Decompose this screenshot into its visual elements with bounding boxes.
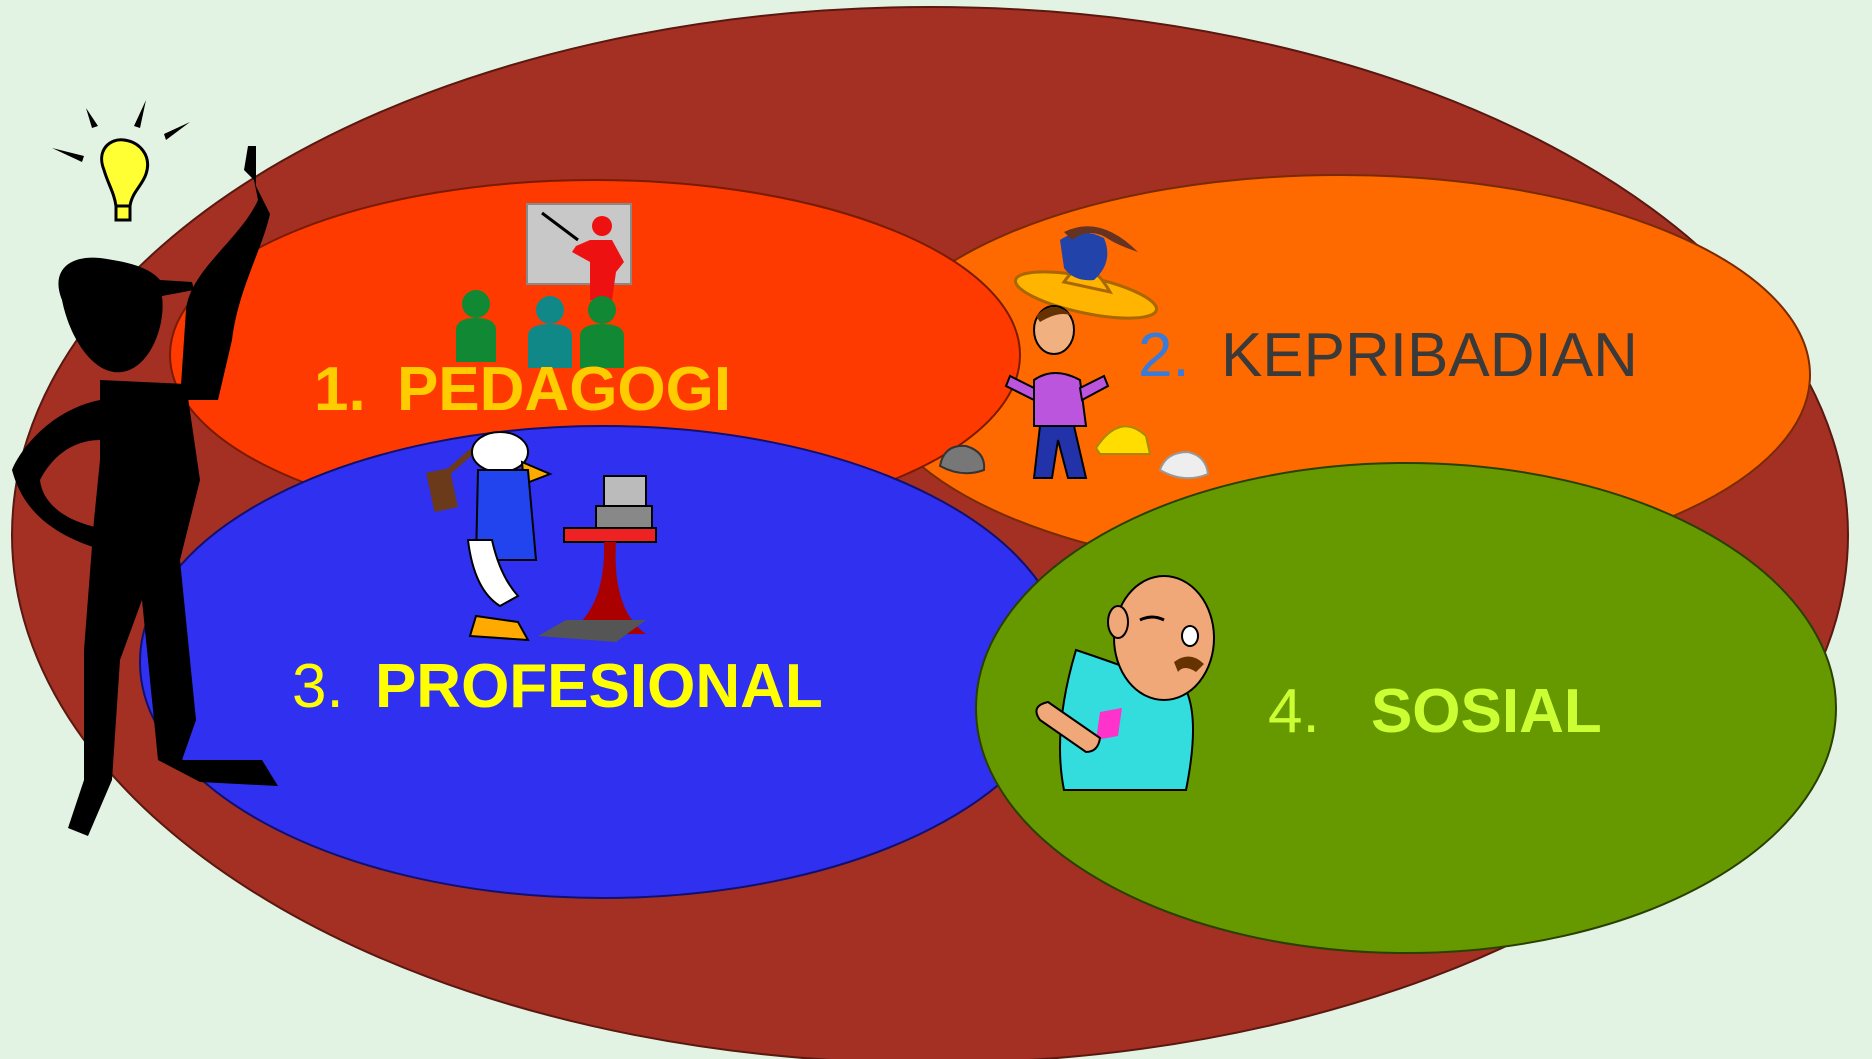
label-kepribadian: 2. KEPRIBADIAN [1138, 321, 1638, 390]
label-kepribadian-name: KEPRIBADIAN [1221, 321, 1638, 390]
label-sosial-num: 4. [1268, 677, 1320, 746]
label-profesional-name: PROFESIONAL [375, 652, 823, 721]
label-pedagogi-num: 1. [314, 355, 366, 424]
man-with-many-hats-icon [938, 226, 1210, 480]
label-profesional-num: 3. [292, 652, 344, 721]
thinking-person-lightbulb-icon [12, 100, 278, 836]
label-pedagogi-name: PEDAGOGI [397, 355, 731, 424]
teacher-with-class-icon [456, 203, 632, 368]
old-man-clapping-icon [1035, 575, 1215, 791]
label-profesional: 3. PROFESIONAL [292, 652, 823, 721]
label-kepribadian-num: 2. [1138, 321, 1190, 390]
label-sosial-name: SOSIAL [1371, 677, 1602, 746]
label-sosial: 4. SOSIAL [1268, 677, 1602, 746]
duck-with-computer-icon [426, 431, 657, 642]
label-pedagogi: 1. PEDAGOGI [314, 355, 731, 424]
